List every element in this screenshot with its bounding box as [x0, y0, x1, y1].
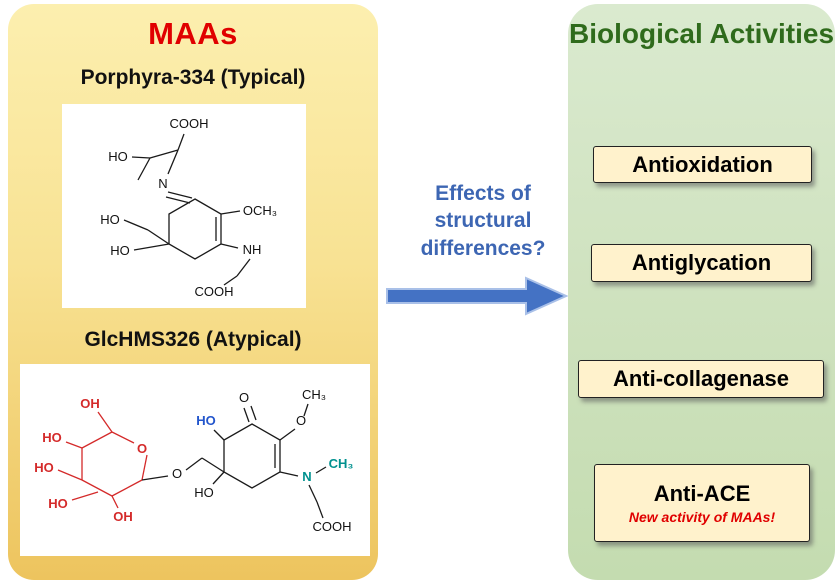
glchms326-structure-figure: OH HO HO HO OH O: [20, 364, 370, 556]
atom-n-imine: N: [158, 176, 167, 191]
activity-box-anti-ace: Anti-ACE New activity of MAAs!: [594, 464, 810, 542]
porphyra-334-label: Porphyra-334 (Typical): [80, 66, 306, 89]
porphyra-atom-labels: COOH HO N OCH₃ HO HO NH COOH: [100, 116, 277, 299]
right-arrow-icon: [386, 276, 568, 316]
glucose-bond-lines: [57, 411, 148, 509]
activity-label: Anti-collagenase: [612, 366, 790, 391]
maas-panel: MAAs Porphyra-334 (Typical): [8, 4, 378, 580]
atom-ho-hydroxymethyl: HO: [100, 212, 120, 227]
activity-label: Antiglycation: [631, 250, 772, 275]
activity-note: New activity of MAAs!: [628, 509, 776, 525]
activity-label: Anti-ACE: [653, 481, 751, 506]
glucose-atom-labels: OH HO HO HO OH O: [34, 396, 147, 524]
atom-cooh-top: COOH: [170, 116, 209, 131]
maas-panel-title: MAAs: [148, 16, 238, 51]
atom-n-amine: N: [302, 469, 311, 484]
activity-box-anti-collagenase: Anti-collagenase: [578, 360, 824, 398]
glchms326-label: GlcHMS326 (Atypical): [84, 328, 302, 351]
atom-ho-blue: HO: [196, 413, 216, 428]
atom-o-glycosidic: O: [172, 466, 182, 481]
aglycone-bond-lines: [141, 403, 327, 519]
atom-ho-glucose-3: HO: [48, 496, 68, 511]
atom-cooh-bottom: COOH: [313, 519, 352, 534]
atom-ho-glucose-2: HO: [34, 460, 54, 475]
atom-ch3-methoxy: CH₃: [302, 387, 326, 402]
activity-box-antioxidation: Antioxidation: [593, 146, 812, 183]
activity-box-antiglycation: Antiglycation: [591, 244, 812, 282]
question-text: Effects of structural differences?: [420, 182, 546, 260]
atom-nh: NH: [243, 242, 262, 257]
atom-ho-side-chain: HO: [108, 149, 128, 164]
porphyra-bond-lines: [123, 133, 251, 286]
glchms326-structure-drawing: OH HO HO HO OH O: [34, 387, 353, 534]
atom-ch3-n-methyl: CH₃: [329, 456, 354, 471]
atom-oh-glucose-top: OH: [80, 396, 100, 411]
atom-o-ketone: O: [239, 390, 249, 405]
atom-ho-glucose-1: HO: [42, 430, 62, 445]
atom-o-methoxy: O: [296, 413, 306, 428]
biological-activities-panel: Biological Activities Antioxidation Anti…: [568, 4, 835, 580]
porphyra-334-structure-drawing: COOH HO N OCH₃ HO HO NH COOH: [100, 116, 277, 299]
atom-cooh-bottom: COOH: [195, 284, 234, 299]
atom-ho-ring: HO: [110, 243, 130, 258]
aglycone-atom-labels: O O O CH₃ HO COOH HO N CH₃: [172, 387, 353, 534]
porphyra-334-structure-figure: COOH HO N OCH₃ HO HO NH COOH: [62, 104, 306, 308]
atom-och3: OCH₃: [243, 203, 277, 218]
activity-label: Antioxidation: [632, 151, 773, 177]
atom-ho-ring: HO: [194, 485, 214, 500]
biological-activities-title: Biological Activities: [568, 18, 835, 49]
atom-o-glucose-ring: O: [137, 441, 147, 456]
atom-oh-glucose-bottom: OH: [113, 509, 133, 524]
